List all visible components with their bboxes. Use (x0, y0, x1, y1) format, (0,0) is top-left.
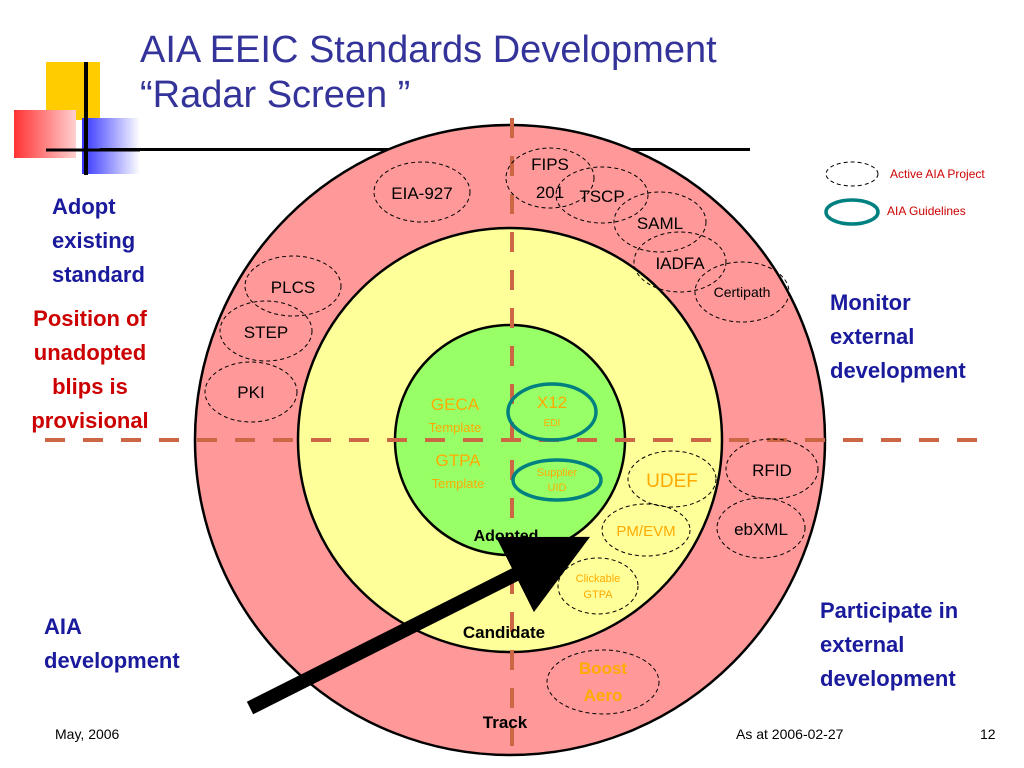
blip-tscp: TSCP (579, 187, 624, 206)
blip-plcs-ellipse (244, 255, 342, 317)
blip-udef-ellipse (627, 450, 717, 508)
blip-saml: SAML (637, 214, 683, 233)
blip-rfid: RFID (752, 461, 792, 480)
blip-step-ellipse (219, 300, 313, 362)
label-adopt-existing-line3: standard (52, 262, 145, 287)
blip-pki-ellipse (204, 361, 298, 423)
blip-certipath: Certipath (714, 284, 771, 300)
slide-title: AIA EEIC Standards Development “Radar Sc… (140, 28, 717, 118)
blip-boostaero-ellipse (546, 649, 660, 715)
provisional-note-line4: provisional (31, 408, 149, 433)
provisional-note-line2: unadopted (33, 340, 147, 365)
blip-clickablegtpa-line1: Clickable (576, 573, 621, 585)
footer-asof: As at 2006-02-27 (736, 726, 844, 742)
ring-label-candidate: Candidate (463, 623, 545, 642)
label-aia-development: AIA development (44, 610, 180, 678)
blip-geca-sub: Template (429, 420, 482, 435)
ring-label-adopted: Adopted (474, 528, 539, 545)
ring-label-track: Track (483, 713, 528, 732)
label-aia-development-line1: AIA (44, 614, 82, 639)
blip-udef: UDEF (646, 471, 698, 492)
blip-supplieruid-line2: UID (548, 482, 567, 494)
label-participate-external-line2: external (820, 632, 905, 657)
blip-plcs: PLCS (271, 278, 315, 297)
progress-arrow (246, 536, 591, 715)
blip-rfid-ellipse (725, 438, 819, 500)
legend-active-project: Active AIA Project (890, 167, 985, 181)
blip-x12-ellipse (506, 382, 598, 442)
blip-pmevm-ellipse (601, 503, 691, 557)
label-adopt-existing: Adopt existing standard (52, 190, 145, 292)
blip-clickablegtpa-line2: GTPA (583, 589, 613, 601)
label-monitor-external-line2: external (830, 324, 915, 349)
blip-boostaero-line2: Aero (584, 686, 623, 705)
label-participate-external-line3: development (820, 666, 956, 691)
title-line1: AIA EEIC Standards Development (140, 29, 717, 71)
blip-supplieruid-ellipse (511, 458, 603, 502)
blip-certipath-ellipse (694, 261, 790, 323)
blip-pmevm: PM/EVM (616, 523, 675, 540)
blip-iadfa-ellipse (633, 231, 727, 293)
blip-fips201-line2: 201 (536, 183, 564, 202)
label-adopt-existing-line1: Adopt (52, 194, 116, 219)
legend-solid-ellipse (824, 198, 880, 226)
logo-blue-square (82, 118, 140, 174)
title-line2: “Radar Screen ” (140, 74, 411, 116)
blip-x12: X12 (537, 393, 567, 412)
blip-gtpa: GTPA (435, 451, 481, 470)
page-number: 12 (980, 726, 996, 742)
provisional-note-line3: blips is (52, 374, 128, 399)
provisional-note: Position of unadopted blips is provision… (10, 302, 170, 438)
blip-x12-sub: EDI (544, 418, 561, 429)
blip-ebxml-ellipse (716, 497, 806, 559)
legend-dashed-ellipse (825, 161, 879, 187)
blip-fips201-ellipse (505, 147, 595, 209)
blip-eia927-ellipse (373, 161, 471, 223)
legend-guidelines: AIA Guidelines (887, 204, 966, 218)
label-participate-external: Participate in external development (820, 594, 958, 696)
blip-boostaero-line1: Boost (579, 659, 628, 678)
corner-logo (14, 62, 140, 175)
blip-iadfa: IADFA (655, 254, 705, 273)
label-aia-development-line2: development (44, 648, 180, 673)
provisional-note-line1: Position of (33, 306, 147, 331)
blip-tscp-ellipse (555, 166, 649, 224)
label-monitor-external-line3: development (830, 358, 966, 383)
label-monitor-external-line1: Monitor (830, 290, 911, 315)
blip-gtpa-sub: Template (432, 476, 485, 491)
blip-geca: GECA (431, 395, 480, 414)
label-participate-external-line1: Participate in (820, 598, 959, 623)
blip-step: STEP (244, 323, 288, 342)
blip-pki: PKI (237, 383, 264, 402)
blip-supplieruid-line1: Supplier (537, 467, 578, 479)
footer-date: May, 2006 (55, 726, 120, 742)
blip-eia927: EIA-927 (391, 184, 452, 203)
label-adopt-existing-line2: existing (52, 228, 136, 253)
label-monitor-external: Monitor external development (830, 286, 966, 388)
blip-fips201-line1: FIPS (531, 155, 569, 174)
blip-saml-ellipse (613, 191, 707, 253)
blip-ebxml: ebXML (734, 520, 788, 539)
